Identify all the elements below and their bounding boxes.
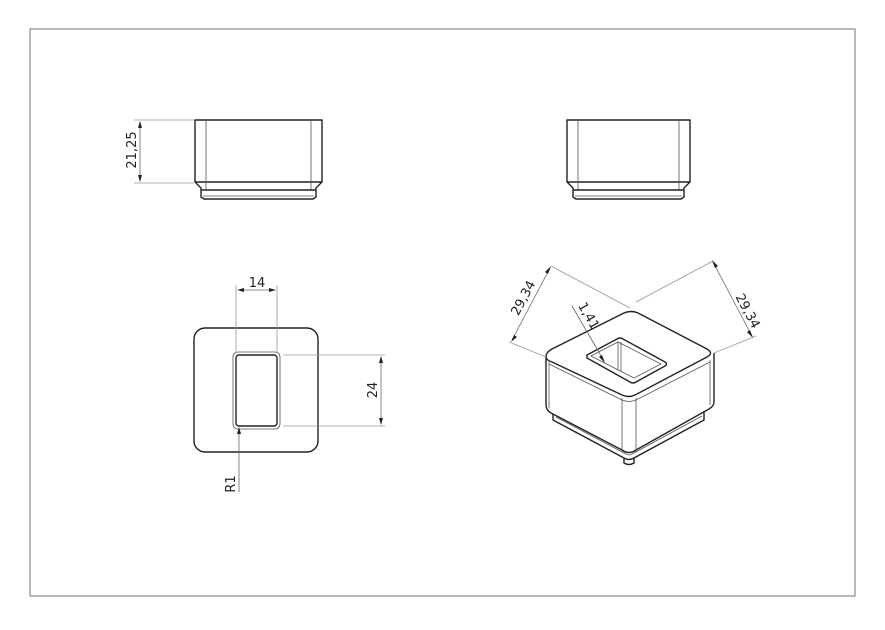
side-view bbox=[566, 119, 691, 200]
dim-iso-width-right-label: 29,34 bbox=[732, 291, 763, 331]
drawing-frame bbox=[29, 28, 856, 597]
dim-iso-width-left-label: 29,34 bbox=[509, 278, 540, 318]
dim-slot-width-label: 14 bbox=[249, 276, 266, 291]
front-view: 21,25 bbox=[125, 119, 323, 200]
top-view: 14 24 R1 bbox=[193, 276, 385, 493]
dim-radius-label: R1 bbox=[224, 475, 239, 492]
isometric-view: 29,34 29,34 1,41 bbox=[509, 260, 763, 466]
dim-slot-length-label: 24 bbox=[366, 382, 381, 399]
dim-height-label: 21,25 bbox=[125, 131, 140, 168]
